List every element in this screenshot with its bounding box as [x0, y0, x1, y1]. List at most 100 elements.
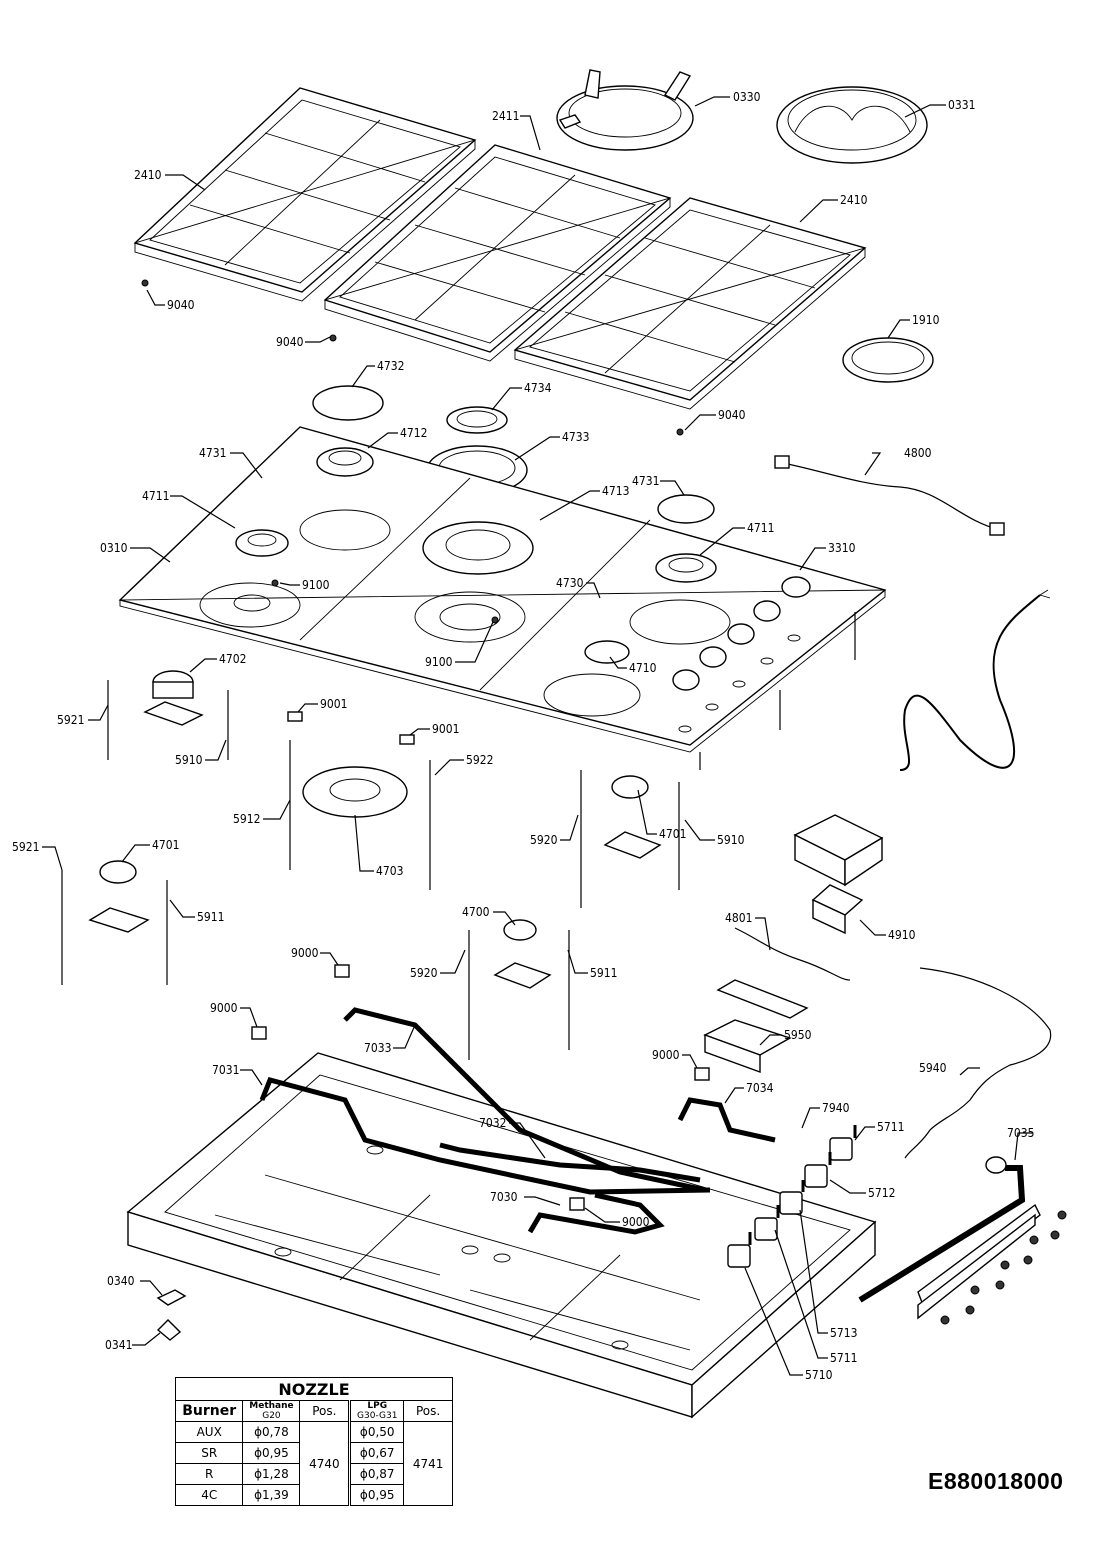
- callout-0341: 0341: [105, 1338, 132, 1352]
- methane-cell: ϕ0,95: [242, 1442, 301, 1464]
- wok-support-double-ring: [776, 86, 928, 164]
- callout-4910: 4910: [888, 928, 916, 942]
- gas-valves: [727, 1125, 857, 1268]
- callout-5711: 5711: [877, 1120, 904, 1134]
- callout-4732: 4732: [377, 359, 404, 373]
- callout-2410: 2410: [840, 193, 868, 207]
- callout-9040: 9040: [167, 298, 195, 312]
- hob-top-plate: [118, 426, 887, 770]
- callout-2410: 2410: [134, 168, 162, 182]
- callout-5713: 5713: [830, 1326, 857, 1340]
- power-cord: [899, 594, 1041, 771]
- callout-5922: 5922: [466, 753, 493, 767]
- burner-cell: SR: [174, 1442, 244, 1464]
- callout-4703: 4703: [376, 864, 403, 878]
- callout-5921: 5921: [12, 840, 39, 854]
- nozzle-table-title: NOZZLE: [175, 1377, 453, 1401]
- callout-2411: 2411: [492, 109, 519, 123]
- callout-0340: 0340: [107, 1274, 135, 1288]
- callout-5920: 5920: [410, 966, 438, 980]
- callout-0330: 0330: [733, 90, 761, 104]
- gasket-ring: [842, 337, 934, 383]
- callout-4701: 4701: [152, 838, 179, 852]
- callout-5940: 5940: [919, 1061, 947, 1075]
- callout-5711: 5711: [830, 1351, 857, 1365]
- pan-support-right: [513, 197, 867, 410]
- callout-7033: 7033: [364, 1041, 391, 1055]
- callout-4700: 4700: [462, 905, 490, 919]
- callout-4800: 4800: [904, 446, 932, 460]
- callout-5921: 5921: [57, 713, 84, 727]
- gas-pipe-7031: [259, 1077, 711, 1195]
- methane-cell: ϕ0,78: [242, 1421, 301, 1443]
- callout-7035: 7035: [1007, 1126, 1034, 1140]
- callout-4710: 4710: [629, 661, 657, 675]
- callout-5911: 5911: [590, 966, 617, 980]
- pos-lpg-cell: 4741: [403, 1421, 453, 1506]
- gas-pipe-7033: [343, 1007, 706, 1193]
- callout-7034: 7034: [746, 1081, 774, 1095]
- callout-9000: 9000: [622, 1215, 650, 1229]
- gas-pipe-7035: [858, 1165, 1026, 1303]
- methane-cell: ϕ1,39: [242, 1484, 301, 1506]
- leader-lines: [42, 96, 1033, 1376]
- callout-4730: 4730: [556, 576, 584, 590]
- callout-5910: 5910: [717, 833, 745, 847]
- callout-4801: 4801: [725, 911, 752, 925]
- cable-4801: [734, 927, 851, 981]
- wok-support-ring: [556, 69, 694, 151]
- bracket-plate: [716, 979, 809, 1019]
- callout-1910: 1910: [912, 313, 940, 327]
- callout-5950: 5950: [784, 1028, 812, 1042]
- callout-9100: 9100: [425, 655, 453, 669]
- ignition-harness-5940: [904, 967, 1052, 1159]
- gas-pipe-7030: [527, 1192, 665, 1235]
- callout-5712: 5712: [868, 1186, 895, 1200]
- burner-cap-4731-right: [657, 494, 715, 524]
- lpg-cell: ϕ0,67: [348, 1442, 405, 1464]
- side-rail-strips: [917, 1203, 1041, 1320]
- callout-3310: 3310: [828, 541, 856, 555]
- gas-pipe-7034: [677, 1097, 776, 1143]
- callout-9001: 9001: [432, 722, 459, 736]
- screws: [940, 1210, 1067, 1325]
- callout-4733: 4733: [562, 430, 589, 444]
- callout-7030: 7030: [490, 1190, 518, 1204]
- callout-4711: 4711: [142, 489, 169, 503]
- callout-5710: 5710: [805, 1368, 833, 1382]
- callout-9000: 9000: [652, 1048, 680, 1062]
- callout-9040: 9040: [276, 335, 304, 349]
- drawing-code: E880018000: [928, 1468, 1064, 1494]
- spark-generator-5950: [703, 1019, 792, 1073]
- burner-cell: R: [174, 1463, 244, 1485]
- pan-support-center: [323, 144, 672, 362]
- burner-cap-4732: [312, 385, 384, 421]
- lpg-cell: ϕ0,50: [348, 1421, 405, 1443]
- callout-9040: 9040: [718, 408, 746, 422]
- callout-7032: 7032: [479, 1116, 506, 1130]
- callout-7940: 7940: [822, 1101, 850, 1115]
- callout-5920: 5920: [530, 833, 558, 847]
- callout-4734: 4734: [524, 381, 552, 395]
- callout-4711: 4711: [747, 521, 774, 535]
- cable-4800: [777, 461, 1001, 531]
- col-pos-lpg: Pos.: [403, 1400, 453, 1422]
- ignition-box-4910: [793, 814, 884, 935]
- methane-cell: ϕ1,28: [242, 1463, 301, 1485]
- lpg-cell: ϕ0,95: [348, 1484, 405, 1506]
- bottom-pan: [126, 1052, 877, 1419]
- pos-methane-cell: 4740: [299, 1421, 351, 1506]
- callout-0331: 0331: [948, 98, 975, 112]
- clips: [156, 711, 710, 1341]
- pan-support-left: [133, 87, 477, 302]
- table-row: 4C ϕ1,39 ϕ0,95: [174, 1484, 453, 1506]
- callout-5911: 5911: [197, 910, 224, 924]
- callout-4731: 4731: [199, 446, 226, 460]
- callout-7031: 7031: [212, 1063, 239, 1077]
- callout-0310: 0310: [100, 541, 128, 555]
- table-row: AUX ϕ0,78 4740 ϕ0,50 4741: [174, 1421, 453, 1506]
- lpg-cell: ϕ0,87: [348, 1463, 405, 1485]
